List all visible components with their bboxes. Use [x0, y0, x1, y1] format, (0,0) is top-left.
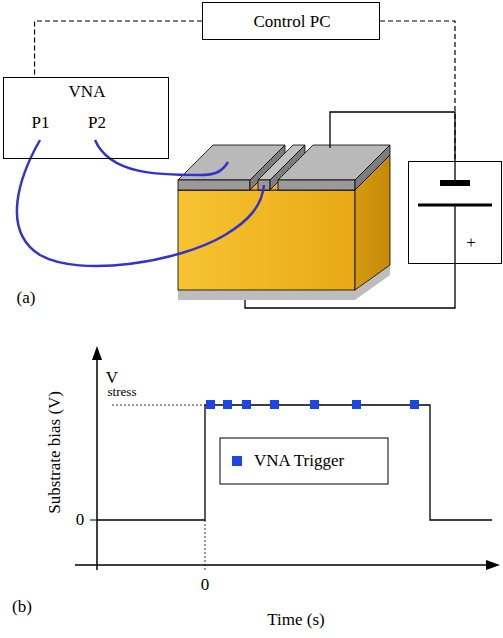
trigger-markers [206, 400, 419, 409]
dc-wire [330, 112, 455, 161]
axis-arrowhead [486, 560, 500, 570]
axis-title: Time (s) [267, 611, 324, 630]
legend-box [220, 438, 388, 484]
control-pc-box: Control PC [202, 2, 380, 40]
y-axis [96, 356, 98, 570]
ground-electrode [178, 180, 250, 190]
node-text: VNA [69, 83, 106, 102]
legend-swatch [232, 456, 242, 466]
axis-arrowhead [92, 346, 102, 360]
vna-box: VNA P1 P2 [3, 77, 169, 159]
node-text: Control PC [254, 13, 331, 32]
tick [90, 520, 97, 521]
battery-wire [454, 161, 455, 181]
ground-electrode [355, 145, 390, 190]
power-supply-box: + [408, 161, 502, 264]
legend-text: VNA Trigger [254, 452, 344, 471]
rf-cable [95, 140, 228, 175]
guide-line [205, 520, 206, 572]
ground-electrode [278, 180, 355, 190]
substrate-front [178, 190, 355, 290]
axis-title: Substrate bias (V) [46, 391, 65, 514]
tick-label: 0 [201, 576, 210, 595]
battery-plate [440, 180, 470, 186]
guide-line [112, 405, 205, 406]
x-axis [75, 564, 490, 566]
level-label: stress [108, 385, 137, 399]
battery-wire [454, 205, 455, 264]
panel-label: (b) [12, 598, 32, 617]
panel-label: (a) [17, 289, 36, 308]
dc-wire [245, 264, 455, 308]
node-text: P1 [32, 114, 50, 133]
bias-waveform [97, 405, 492, 520]
tick-label: 0 [76, 511, 85, 530]
node-text: P2 [88, 114, 106, 133]
control-link [380, 21, 455, 161]
control-link [35, 21, 202, 77]
node-text: + [466, 234, 476, 253]
